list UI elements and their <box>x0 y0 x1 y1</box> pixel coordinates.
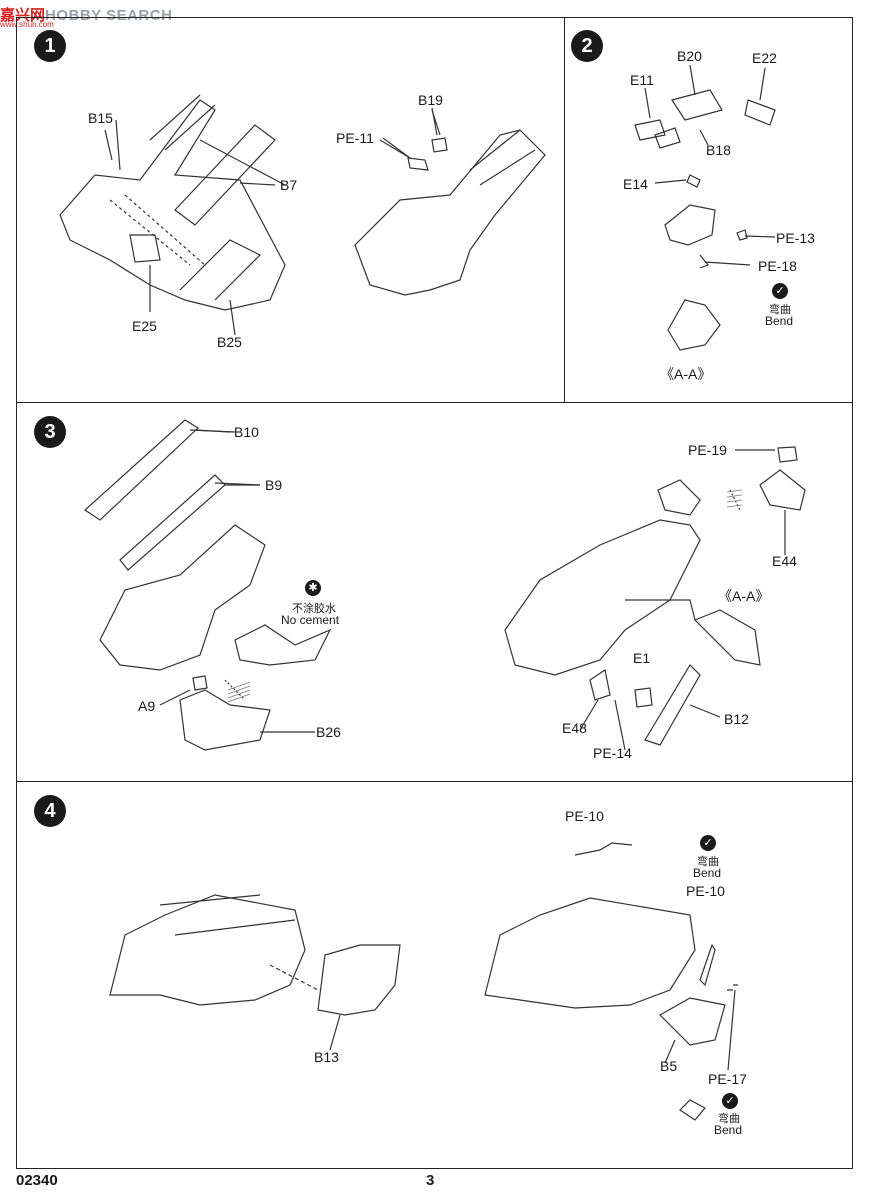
part-label: PE-17 <box>708 1071 747 1087</box>
section-label: 《A-A》 <box>718 588 770 604</box>
part-label: B13 <box>314 1049 339 1065</box>
part-label: E1 <box>633 650 651 666</box>
part-label: B9 <box>265 477 283 493</box>
bend-icon: ✓ <box>700 835 716 851</box>
bend-label-en: Bend <box>765 314 794 328</box>
part-label: E48 <box>562 720 587 736</box>
part-label: PE-10 <box>686 883 725 899</box>
step-4-badge: 4 <box>34 795 66 827</box>
bend-label-en: Bend <box>714 1123 743 1137</box>
bend-label-cn: 弯曲 <box>718 1113 740 1125</box>
part-label: PE-10 <box>565 808 604 824</box>
step-1-badge: 1 <box>34 30 66 62</box>
part-label: B20 <box>677 48 702 64</box>
bend-label-cn: 弯曲 <box>697 856 719 868</box>
product-code: 02340 <box>16 1172 58 1189</box>
part-label: B18 <box>706 142 731 158</box>
part-label: B12 <box>724 711 749 727</box>
bend-icon: ✓ <box>772 283 788 299</box>
no-cement-label-cn: 不涂胶水 <box>292 603 336 615</box>
part-label: E44 <box>772 553 797 569</box>
part-label: PE-13 <box>776 230 815 246</box>
bend-label-en: Bend <box>693 866 722 880</box>
part-label: PE-11 <box>336 130 374 146</box>
part-label: B19 <box>418 92 443 108</box>
page-number: 3 <box>426 1172 435 1189</box>
part-label: PE-19 <box>688 442 727 458</box>
part-label: B5 <box>660 1058 678 1074</box>
part-label: PE-18 <box>758 258 797 274</box>
bend-label-cn: 弯曲 <box>769 304 791 316</box>
bend-icon: ✓ <box>722 1093 738 1109</box>
part-label: B10 <box>234 424 259 440</box>
part-label: E14 <box>623 176 648 192</box>
no-cement-label-en: No cement <box>281 613 340 627</box>
step-3-badge: 3 <box>34 416 66 448</box>
part-label: B25 <box>217 334 242 350</box>
part-label: E11 <box>630 72 654 88</box>
no-cement-icon: ✱ <box>305 580 321 596</box>
step-2-badge: 2 <box>571 30 603 62</box>
part-label: E22 <box>752 50 777 66</box>
watermark-logo: 嘉兴网HOBBY SEARCH www.shun.com <box>0 7 173 29</box>
step-4-panel <box>16 781 853 1169</box>
part-label: PE-14 <box>593 745 632 761</box>
part-label: B26 <box>316 724 341 740</box>
part-label: B7 <box>280 177 298 193</box>
part-label: E25 <box>132 318 157 334</box>
part-label: B15 <box>88 110 113 126</box>
section-label: 《A-A》 <box>660 366 712 382</box>
part-label: A9 <box>138 698 156 714</box>
